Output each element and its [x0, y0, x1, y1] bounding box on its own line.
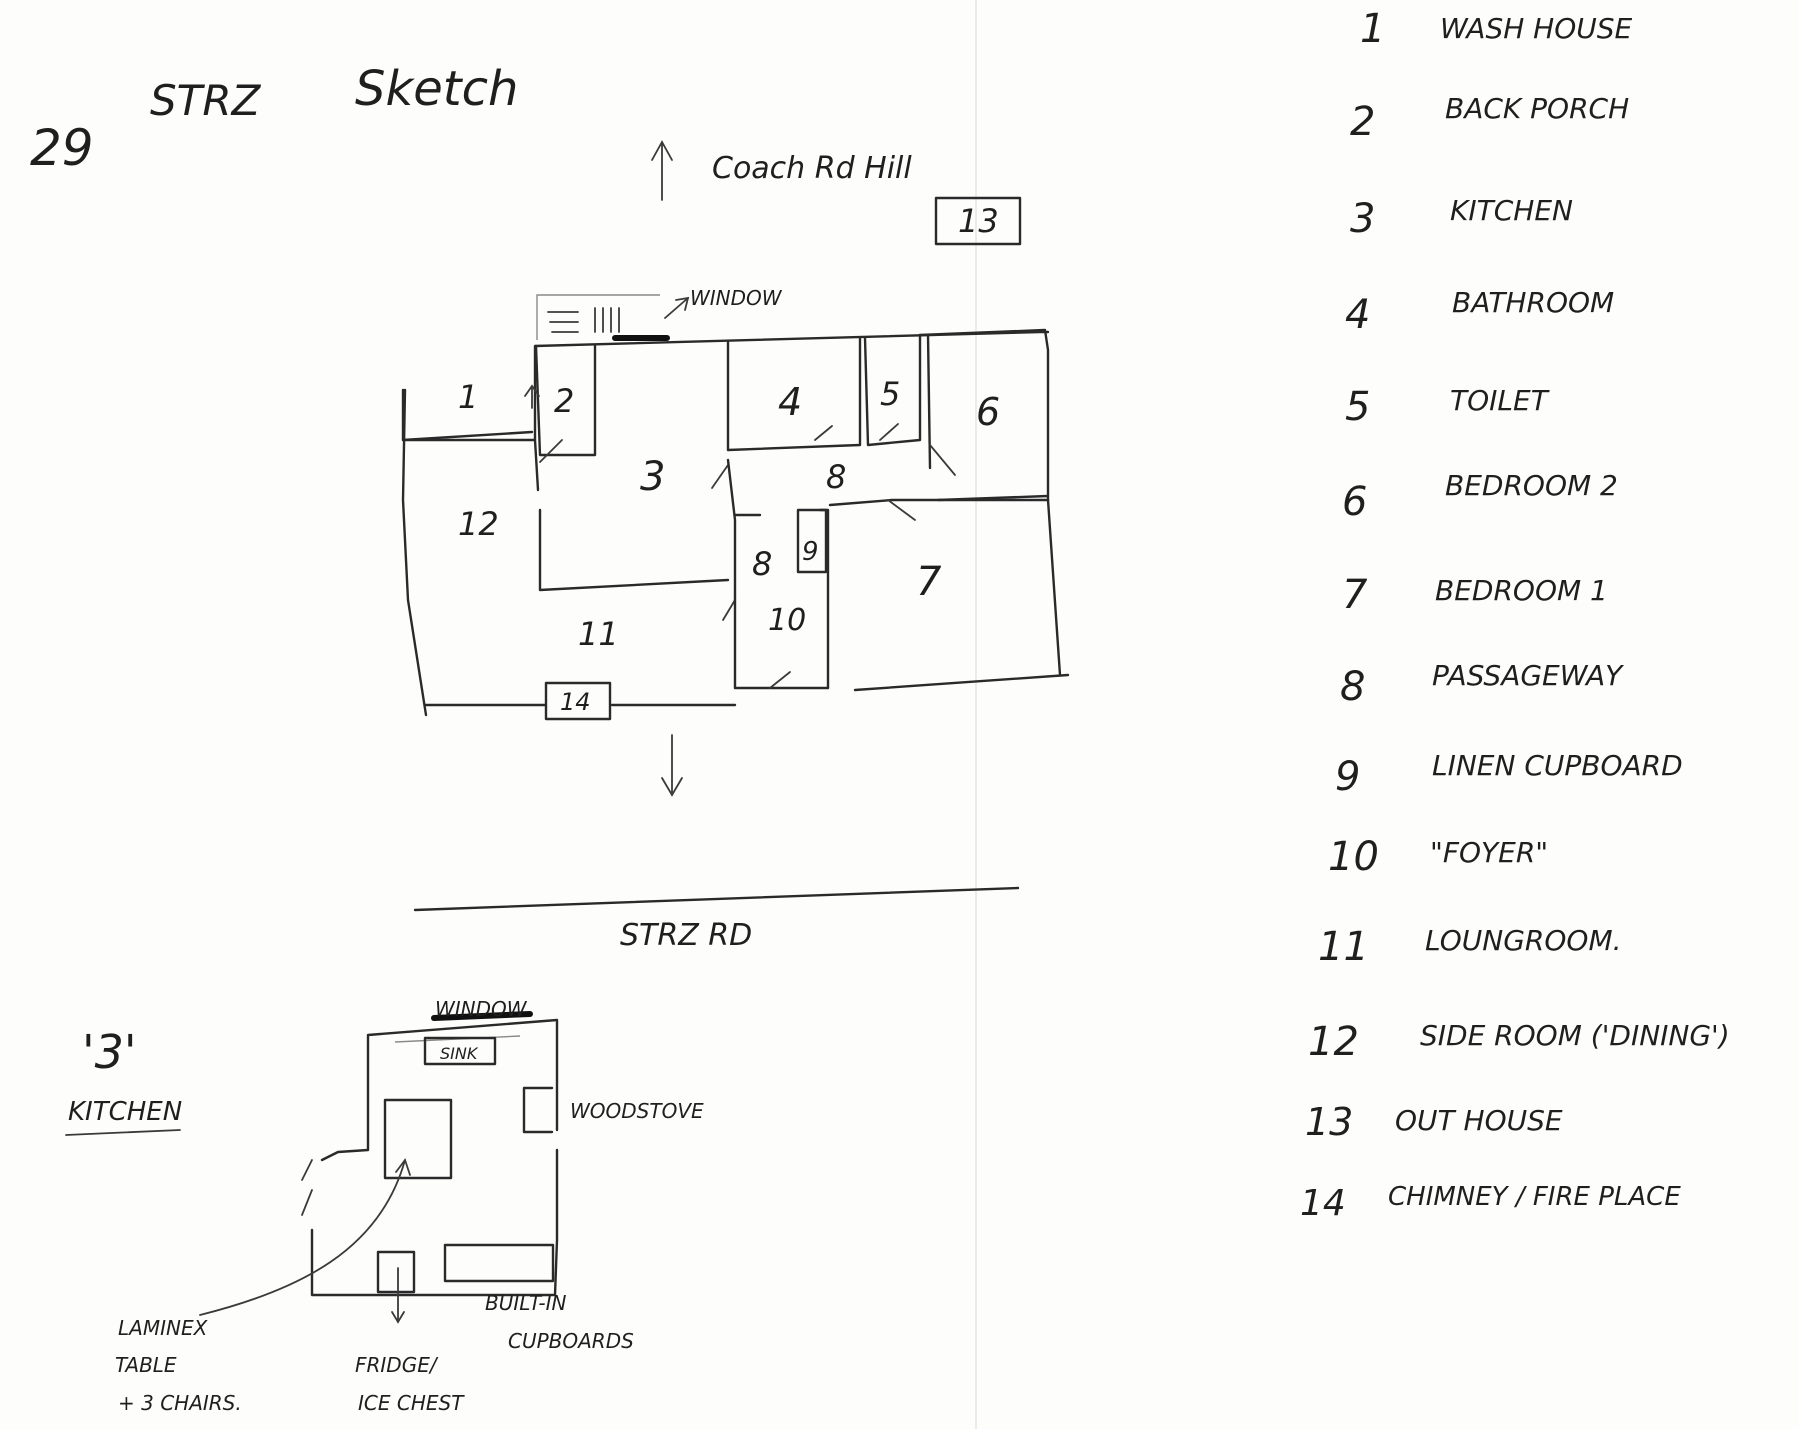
outhouse-box [934, 196, 1022, 246]
fridge-label-2: ICE CHEST [358, 1391, 465, 1415]
plan-label-4: 4 [778, 380, 802, 424]
title-street: STRZ [150, 76, 261, 125]
paper-fold-line [975, 0, 977, 1429]
kitchen-heading-number: '3' [82, 1025, 137, 1079]
plan-label-14: 14 [560, 688, 591, 716]
sink-label: SINK [440, 1044, 479, 1063]
legend-label-10: "FOYER" [1430, 836, 1548, 869]
sink-box [423, 1036, 497, 1066]
fridge-box [376, 1250, 416, 1294]
title-number: 29 [30, 119, 94, 177]
legend-label-9: LINEN CUPBOARD [1432, 749, 1683, 782]
legend-num-14: 14 [1300, 1183, 1346, 1224]
plan-label-10: 10 [768, 603, 806, 638]
plan-label-8a: 8 [826, 458, 846, 496]
legend-num-11: 11 [1318, 924, 1369, 970]
title-word: Sketch [355, 61, 518, 117]
plan-label-7: 7 [916, 559, 942, 605]
north-label: Coach Rd Hill [712, 151, 912, 186]
legend-label-5: TOILET [1450, 384, 1550, 417]
plan-label-3: 3 [640, 454, 665, 500]
legend-label-3: KITCHEN [1450, 194, 1573, 227]
legend-num-13: 13 [1305, 1100, 1353, 1144]
table-box [383, 1098, 453, 1180]
plan-label-1: 1 [458, 378, 478, 416]
plan-label-9: 9 [802, 537, 819, 567]
legend-label-4: BATHROOM [1452, 286, 1614, 319]
legend-label-11: LOUNGROOM. [1425, 924, 1622, 957]
legend-label-7: BEDROOM 1 [1435, 574, 1608, 607]
legend-num-6: 6 [1342, 479, 1367, 525]
legend-label-13: OUT HOUSE [1395, 1104, 1563, 1137]
plan-label-5: 5 [880, 375, 900, 413]
plan-label-8b: 8 [752, 545, 772, 583]
legend-num-1: 1 [1360, 6, 1385, 52]
table-label-3: + 3 CHAIRS. [118, 1391, 242, 1415]
legend-num-7: 7 [1342, 572, 1368, 618]
legend-num-2: 2 [1350, 99, 1375, 145]
legend-num-8: 8 [1340, 664, 1365, 710]
legend-num-9: 9 [1335, 754, 1360, 800]
legend-label-6: BEDROOM 2 [1445, 469, 1618, 502]
south-arrow-icon [661, 734, 683, 797]
road-line [413, 886, 1020, 912]
woodstove-label: WOODSTOVE [570, 1099, 704, 1123]
cupboard-label-2: CUPBOARDS [508, 1329, 634, 1353]
kitchen-plan [199, 1011, 559, 1324]
cupboard-box [443, 1243, 555, 1283]
legend-num-5: 5 [1345, 384, 1370, 430]
legend-label-1: WASH HOUSE [1440, 12, 1633, 45]
legend-label-14: CHIMNEY / FIRE PLACE [1388, 1182, 1681, 1212]
plan-label-11: 11 [578, 615, 619, 653]
legend-label-2: BACK PORCH [1445, 92, 1629, 125]
legend-num-4: 4 [1345, 292, 1370, 338]
kitchen-window-label: WINDOW [435, 997, 528, 1021]
cupboard-label-1: BUILT-IN [485, 1291, 567, 1315]
north-arrow-icon [651, 140, 673, 201]
window-label: WINDOW [690, 286, 783, 310]
house-outline [401, 294, 1070, 721]
chimney-box [544, 681, 612, 721]
plan-label-6: 6 [976, 390, 1000, 434]
table-label-2: TABLE [115, 1353, 177, 1377]
kitchen-heading-word: KITCHEN [68, 1097, 182, 1127]
legend: 1 WASH HOUSE 2 BACK PORCH 3 KITCHEN 4 BA… [1300, 6, 1730, 1224]
road-label: STRZ RD [620, 918, 752, 953]
kitchen-window-mark [431, 1011, 533, 1021]
table-label-1: LAMINEX [118, 1316, 209, 1340]
plan-label-13: 13 [958, 202, 999, 240]
legend-label-12: SIDE ROOM ('DINING') [1420, 1019, 1730, 1052]
fridge-label-1: FRIDGE/ [355, 1353, 439, 1377]
legend-num-12: 12 [1308, 1019, 1359, 1065]
legend-num-3: 3 [1350, 196, 1375, 242]
plan-label-12: 12 [458, 505, 499, 543]
legend-num-10: 10 [1328, 834, 1379, 880]
plan-label-2: 2 [554, 382, 574, 420]
legend-label-8: PASSAGEWAY [1432, 659, 1624, 692]
